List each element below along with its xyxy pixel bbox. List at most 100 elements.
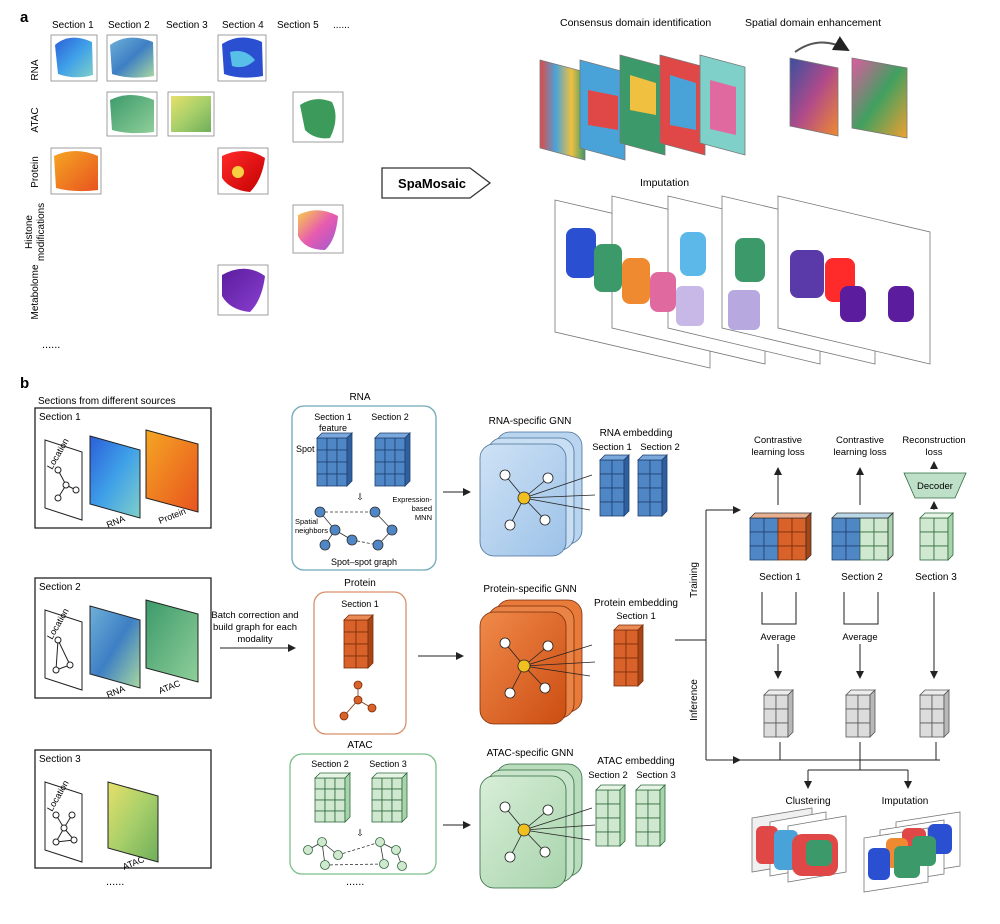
enhancement-after — [851, 57, 908, 139]
protein-embedding: Protein embedding Section 1 — [594, 598, 678, 687]
average-label-1: Average — [760, 632, 795, 643]
batch-correction-text: Batch correction and build graph for eac… — [211, 610, 298, 645]
rna-spot-label: Spot — [296, 444, 315, 454]
consensus-stack — [539, 54, 746, 161]
atac-box-title: ATAC — [347, 740, 372, 751]
bottom-ellipsis-left: ...... — [106, 876, 124, 888]
enhancement-before — [789, 57, 839, 137]
rna-modality-box: RNA Section 1 feature Section 2 Spot ⇩ E… — [291, 392, 437, 571]
loss-2-line2: learning loss — [833, 447, 887, 458]
section-header: Section 5 — [277, 20, 319, 31]
atac-small-arrow: ⇩ — [356, 828, 364, 838]
atac-gnn-label: ATAC-specific GNN — [487, 748, 574, 759]
mnn-line-3: MNN — [415, 513, 432, 522]
inference-cube-2 — [845, 689, 876, 738]
rna-cube-s1 — [316, 432, 353, 487]
branch-lines — [675, 506, 741, 764]
merge-lines — [740, 742, 940, 789]
protein-gnn-label: Protein-specific GNN — [483, 584, 576, 595]
out-section-labels: Section 1 Section 2 Section 3 — [759, 572, 957, 583]
rna-embedding: RNA embedding Section 1 Section 2 — [592, 428, 680, 517]
atac-emb-s1: Section 2 — [588, 770, 628, 781]
rna-emb-title: RNA embedding — [600, 428, 673, 439]
section-box-3: Section 3 Location ATAC — [34, 749, 212, 872]
mnn-line-2: based — [412, 504, 432, 513]
loss-3-line2: loss — [926, 447, 943, 458]
rna-small-arrow: ⇩ — [356, 492, 364, 502]
atac-sec-a: Section 2 — [311, 759, 349, 769]
tissue-rna-s4-detail — [230, 51, 255, 68]
rna-feat1-line1: Section 1 — [314, 412, 352, 422]
atac-sheet — [107, 781, 159, 863]
imputation-title-a: Imputation — [640, 177, 689, 189]
atac-cube-b — [371, 772, 408, 823]
rna-emb-s1: Section 1 — [592, 442, 632, 453]
atac-modality-box: ATAC Section 2 Section 3 ⇩ — [289, 740, 437, 875]
atac-sec-b: Section 3 — [369, 759, 407, 769]
rna-cube-s2 — [374, 432, 411, 487]
out-section-2: Section 2 — [841, 572, 883, 583]
section-header-row: Section 1 Section 2 Section 3 Section 4 … — [52, 20, 350, 31]
modality-label-metabolome: Metabolome — [30, 264, 41, 319]
mnn-line-1: Expression- — [392, 495, 432, 504]
batch-line-1: Batch correction and — [211, 610, 298, 621]
rna-feat2: Section 2 — [371, 412, 409, 422]
spamosaic-arrow-shape: SpaMosaic — [381, 167, 492, 199]
tissue-rna-s1 — [55, 37, 93, 78]
section-header: Section 2 — [108, 20, 150, 31]
panel-a-label: a — [20, 9, 29, 26]
inference-cubes — [763, 689, 950, 738]
rna-spatial-label: Spatial neighbors — [295, 517, 328, 535]
clustering-label: Clustering — [785, 796, 830, 807]
protein-gnn: Protein-specific GNN — [479, 584, 596, 725]
loss-1-line1: Contrastive — [754, 435, 802, 446]
section-header: Section 4 — [222, 20, 264, 31]
atac-gnn: ATAC-specific GNN — [479, 748, 596, 889]
enhancement-curved-arrow — [794, 36, 850, 53]
inference-label: Inference — [689, 679, 700, 721]
rna-emb-s2: Section 2 — [640, 442, 680, 453]
imputation-stack-b — [863, 811, 961, 893]
rna-sheet — [89, 605, 141, 689]
section-header: Section 3 — [166, 20, 208, 31]
rna-box-title: RNA — [349, 392, 370, 403]
spatial-line-2: neighbors — [295, 526, 328, 535]
protein-box-section: Section 1 — [341, 599, 379, 609]
modality-label-atac: ATAC — [30, 107, 41, 132]
modality-label-histone-line2: modifications — [36, 203, 47, 261]
protein-cube — [343, 614, 374, 669]
protein-box-title: Protein — [344, 578, 376, 589]
atac-emb-s2: Section 3 — [636, 770, 676, 781]
modality-label-rna: RNA — [30, 59, 41, 80]
modality-label-histone-line1: Histone — [24, 215, 35, 249]
modality-labels: RNA ATAC Protein Histone modifications M… — [24, 59, 47, 319]
training-cube-s3 — [919, 512, 954, 561]
training-cube-s2 — [831, 512, 894, 561]
thumbnail-grid — [50, 34, 344, 316]
imputation-stack — [554, 195, 931, 369]
out-section-1: Section 1 — [759, 572, 801, 583]
atac-graph — [303, 837, 407, 871]
atac-sheet — [145, 599, 199, 683]
location-graph — [52, 636, 74, 674]
rna-feat1-line2: feature — [319, 423, 347, 433]
decoder-label: Decoder — [917, 481, 953, 492]
section-2-title: Section 2 — [39, 582, 81, 593]
tissue-atac-s2 — [110, 95, 154, 134]
section-box-2: Section 2 Location RNA ATAC — [34, 577, 212, 700]
location-graph — [54, 466, 80, 502]
out-section-3: Section 3 — [915, 572, 957, 583]
rna-gnn: RNA-specific GNN — [479, 416, 596, 557]
row-ellipsis: ...... — [42, 339, 60, 351]
inference-cube-3 — [919, 689, 950, 738]
protein-sheet — [145, 429, 199, 513]
sources-title: Sections from different sources — [38, 396, 176, 407]
loss-2-line1: Contrastive — [836, 435, 884, 446]
tissue-protein-s1 — [54, 151, 98, 192]
tissue-protein-s4-spot — [232, 166, 244, 178]
batch-line-3: modality — [237, 634, 273, 645]
section-header: ...... — [333, 20, 350, 31]
method-name: SpaMosaic — [398, 176, 466, 191]
protein-emb-title: Protein embedding — [594, 598, 678, 609]
